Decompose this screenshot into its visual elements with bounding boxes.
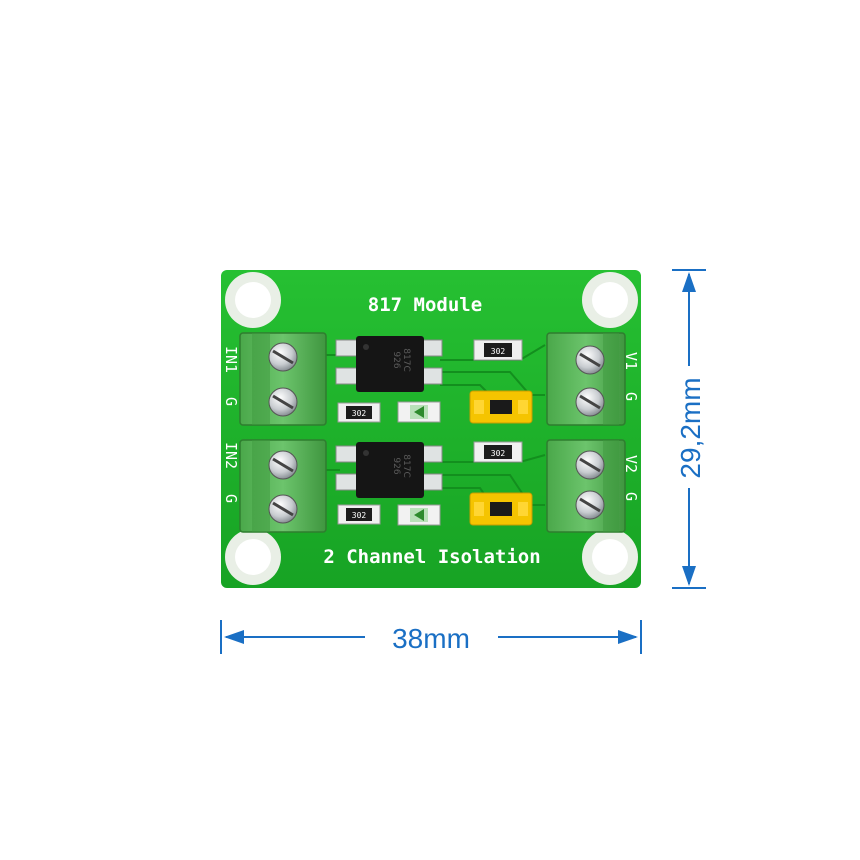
resistor-r1-marking: 302	[491, 347, 506, 356]
arrow-down-icon	[682, 566, 696, 586]
resistor-r1: 302	[473, 339, 523, 361]
output-terminal-1	[546, 332, 626, 426]
chip-2-marking-line1: 817C	[401, 454, 411, 477]
resistor-r2: 302	[337, 402, 381, 423]
optocoupler-chip-2: 817C 926	[335, 442, 443, 498]
arrow-left-icon	[224, 630, 244, 644]
chip-1-marking-line1: 817C	[401, 348, 411, 371]
label-g-left-1: G	[222, 397, 240, 406]
label-v2: V2	[622, 455, 640, 473]
label-g-right-2: G	[622, 492, 640, 501]
label-g-right-1: G	[622, 392, 640, 401]
input-terminal-2	[239, 439, 327, 533]
led-indicator-2	[397, 504, 441, 526]
optocoupler-chip-1: 817C 926	[335, 336, 443, 392]
width-dimension: 38mm	[220, 620, 642, 654]
label-in1: IN1	[222, 346, 240, 373]
width-label: 38mm	[392, 623, 470, 654]
resistor-r4-marking: 302	[352, 511, 367, 520]
output-terminal-2	[546, 439, 626, 533]
height-dimension: 29,2mm	[672, 269, 706, 589]
height-label: 29,2mm	[675, 377, 706, 478]
resistor-r3: 302	[473, 441, 523, 463]
label-g-left-2: G	[222, 494, 240, 503]
label-in2: IN2	[222, 442, 240, 469]
pcb-board	[221, 270, 641, 588]
chip-2-marking-line2: 926	[391, 457, 401, 474]
mounting-holes	[225, 272, 638, 585]
label-v1: V1	[622, 352, 640, 370]
chip-1-marking-line2: 926	[391, 351, 401, 368]
jumper-1	[469, 390, 533, 424]
resistor-r2-marking: 302	[352, 409, 367, 418]
jumper-2	[469, 492, 533, 526]
input-terminal-1	[239, 332, 327, 426]
board-title: 817 Module	[368, 294, 482, 316]
arrow-right-icon	[618, 630, 638, 644]
led-indicator-1	[397, 401, 441, 423]
board-subtitle: 2 Channel Isolation	[323, 546, 540, 568]
resistor-r3-marking: 302	[491, 449, 506, 458]
resistor-r4: 302	[337, 504, 381, 525]
arrow-up-icon	[682, 272, 696, 292]
